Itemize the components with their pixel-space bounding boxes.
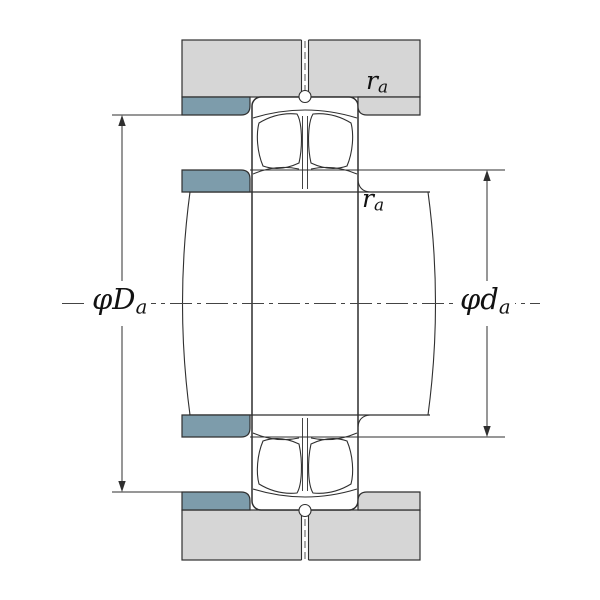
label-ra-top-subscript: a (377, 77, 389, 98)
label-shaft-abutment-diameter: φda (456, 282, 515, 319)
arrow-up-da (483, 170, 491, 181)
label-da-symbol: φd (460, 282, 499, 316)
label-ra-mid-subscript: a (373, 195, 385, 216)
dimension-da (483, 170, 491, 437)
arrow-up-Da (118, 115, 126, 126)
label-ra-top-symbol: r (366, 66, 378, 95)
label-shaft-fillet-radius: ra (362, 186, 384, 215)
label-da-subscript: a (498, 295, 511, 319)
housing-block-top (181, 39, 421, 99)
label-ra-mid-symbol: r (362, 184, 374, 213)
arrow-down-Da (118, 481, 126, 492)
label-housing-fillet-radius: ra (366, 68, 388, 97)
housing-block-bottom (181, 508, 421, 561)
label-housing-abutment-diameter: φDa (88, 282, 152, 319)
dimension-Da (118, 115, 126, 492)
label-Da-symbol: φD (92, 282, 136, 316)
label-Da-subscript: a (135, 295, 148, 319)
extension-lines (112, 114, 505, 493)
arrow-down-da (483, 426, 491, 437)
